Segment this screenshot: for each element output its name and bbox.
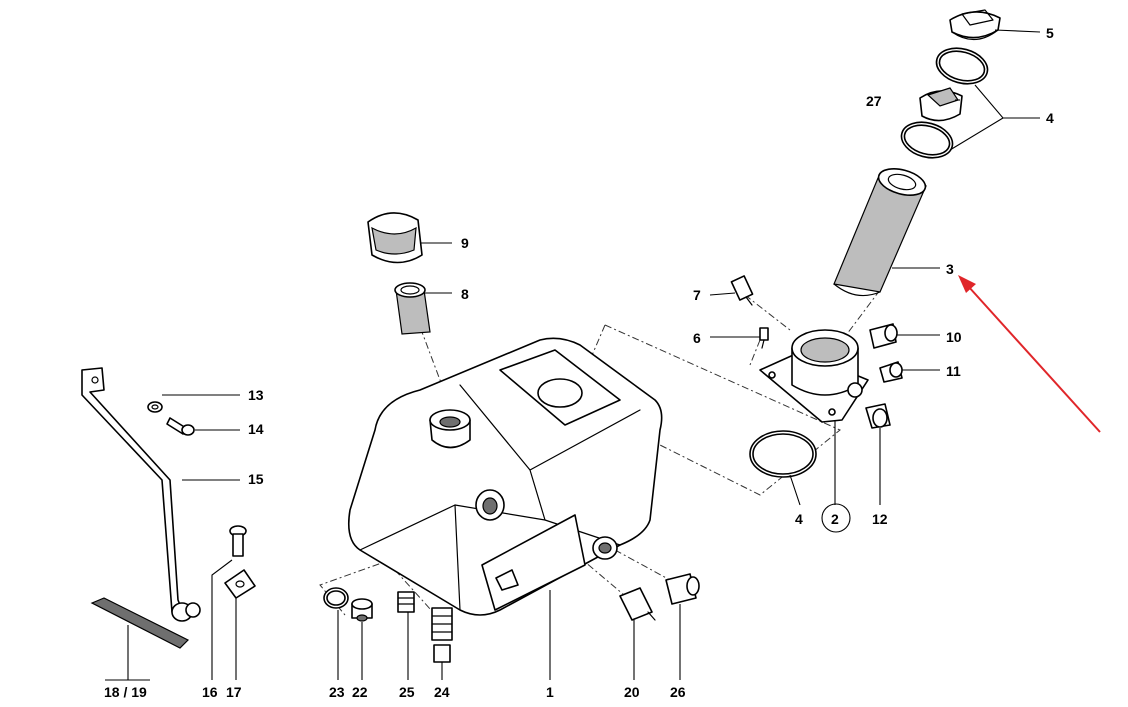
- part-6-screw: [759, 327, 769, 349]
- part-9-tank-cap: [367, 212, 423, 264]
- part-26-fitting: [665, 573, 700, 605]
- part-20-sensor: [619, 587, 656, 621]
- callout-labels: 5 27 4 3 9 8 7 6 10 11 4 2 12 13 14 15 1…: [104, 25, 1054, 700]
- part-10-fitting: [869, 323, 898, 349]
- part-4-o-rings-top: [900, 47, 989, 159]
- part-17-nut: [224, 569, 256, 599]
- part-25-fitting: [397, 591, 415, 613]
- part-13-washer: [147, 401, 163, 413]
- callout-23: 23: [329, 684, 345, 700]
- part-16-bolt: [229, 525, 247, 557]
- part-22-plug: [351, 598, 373, 622]
- part-14-bolt: [166, 417, 195, 436]
- part-3-filter-element: [833, 168, 927, 297]
- callout-24: 24: [434, 684, 450, 700]
- callout-15: 15: [248, 471, 264, 487]
- callout-17: 17: [226, 684, 242, 700]
- callout-1: 1: [546, 684, 554, 700]
- callout-26: 26: [670, 684, 686, 700]
- callout-6: 6: [693, 330, 701, 346]
- part-23-o-ring: [323, 587, 349, 609]
- callout-2: 2: [831, 511, 839, 527]
- part-24-fitting: [431, 607, 453, 663]
- callout-8: 8: [461, 286, 469, 302]
- callout-22: 22: [352, 684, 368, 700]
- highlight-arrow: [958, 275, 1101, 433]
- callout-27: 27: [866, 93, 882, 109]
- part-18-19-strip: [90, 597, 190, 649]
- callout-7: 7: [693, 287, 701, 303]
- leader-lines: [105, 29, 1041, 681]
- callout-4-top: 4: [1046, 110, 1054, 126]
- part-1-tank: [347, 337, 663, 616]
- callout-5: 5: [1046, 25, 1054, 41]
- callout-16: 16: [202, 684, 218, 700]
- part-11-fitting: [879, 361, 903, 383]
- part-12-fitting: [865, 403, 891, 429]
- part-2-filter-housing: [759, 329, 869, 423]
- callout-25: 25: [399, 684, 415, 700]
- part-7-sensor: [730, 275, 754, 306]
- callout-14: 14: [248, 421, 264, 437]
- part-15-bracket: [81, 367, 201, 622]
- callout-13: 13: [248, 387, 264, 403]
- part-5-cap: [949, 9, 1001, 41]
- callout-2-circle: [821, 503, 851, 533]
- callout-10: 10: [946, 329, 962, 345]
- part-27-insert: [919, 87, 963, 122]
- part-4-o-ring-bottom: [749, 430, 817, 478]
- callout-4-bottom: 4: [795, 511, 803, 527]
- callout-3: 3: [946, 261, 954, 277]
- part-8-strainer: [394, 282, 431, 335]
- callout-12: 12: [872, 511, 888, 527]
- callout-18-19: 18 / 19: [104, 684, 147, 700]
- callout-11: 11: [946, 363, 961, 379]
- callout-9: 9: [461, 235, 469, 251]
- callout-20: 20: [624, 684, 640, 700]
